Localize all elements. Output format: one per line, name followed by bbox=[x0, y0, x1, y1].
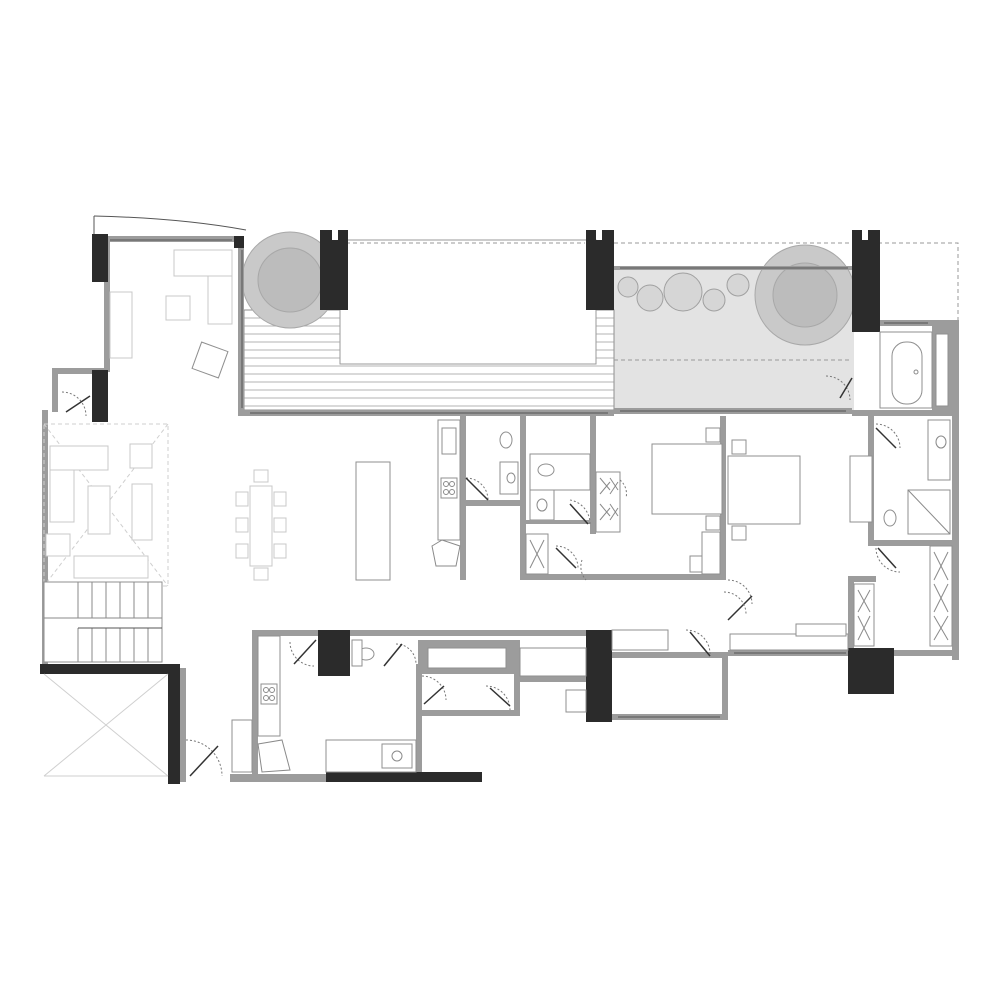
toilet-icon bbox=[499, 431, 513, 449]
guest-bath bbox=[465, 431, 519, 501]
stair bbox=[43, 581, 163, 663]
kitchen-island bbox=[355, 461, 391, 581]
laundry bbox=[325, 647, 587, 773]
bed-icon bbox=[727, 455, 801, 525]
sink-icon bbox=[927, 419, 951, 481]
glazing bbox=[110, 239, 928, 718]
tree-icon bbox=[754, 244, 856, 346]
sink-icon bbox=[529, 489, 555, 521]
bedroom-1-bath bbox=[526, 453, 591, 525]
door-swing-icon bbox=[61, 391, 747, 777]
entry-canopy-arc bbox=[93, 215, 247, 231]
wood-deck bbox=[243, 239, 615, 411]
master-ensuite bbox=[825, 331, 951, 573]
stove-icon bbox=[260, 683, 278, 705]
lounge-area bbox=[43, 423, 169, 587]
stove-icon bbox=[440, 477, 458, 499]
master-bed bbox=[727, 439, 873, 621]
roof-overhang-outline bbox=[346, 242, 959, 320]
dining-table-icon bbox=[235, 469, 287, 581]
desk-area bbox=[611, 623, 849, 657]
bedroom-1-wardrobe-2 bbox=[525, 533, 579, 575]
light-well bbox=[43, 673, 169, 777]
bedroom-1-wardrobe bbox=[595, 471, 627, 533]
toilet-icon bbox=[537, 463, 555, 477]
terrace-furniture bbox=[109, 249, 233, 379]
bed-icon bbox=[580, 427, 723, 581]
kitchen-counter bbox=[431, 419, 461, 567]
structural-columns bbox=[40, 230, 894, 784]
shrub-icon bbox=[617, 272, 750, 312]
sink-icon bbox=[381, 743, 413, 769]
tree-icon bbox=[241, 231, 339, 329]
walk-in-closet bbox=[853, 545, 953, 647]
sofa-icon bbox=[49, 445, 109, 471]
service-bath bbox=[351, 639, 417, 667]
service-kitchen bbox=[231, 635, 317, 773]
bathtub-icon bbox=[891, 341, 923, 405]
toilet-icon bbox=[883, 509, 897, 527]
